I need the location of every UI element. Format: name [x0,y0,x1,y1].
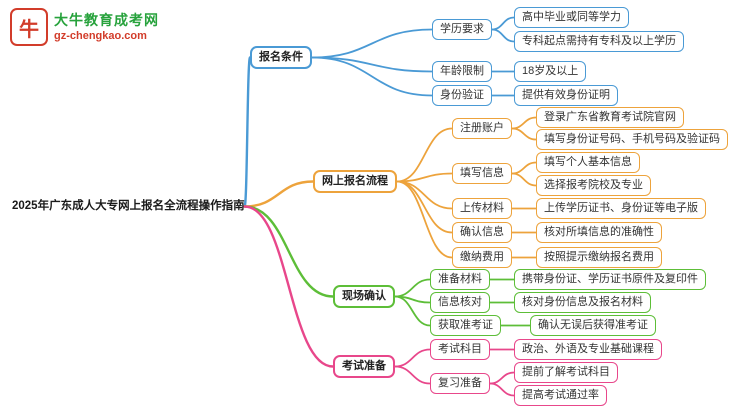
node-review-preparation: 复习准备 [430,373,490,394]
leaf-node: 提前了解考试科目 [514,362,618,383]
leaf-node: 上传学历证书、身份证等电子版 [536,198,706,219]
node-confirm-information: 确认信息 [452,222,512,243]
node-information-check: 信息核对 [430,292,490,313]
node-fill-information: 填写信息 [452,163,512,184]
leaf-node: 携带身份证、学历证书原件及复印件 [514,269,706,290]
leaf-node: 高中毕业或同等学力 [514,7,629,28]
leaf-node: 政治、外语及专业基础课程 [514,339,662,360]
leaf-node: 提供有效身份证明 [514,85,618,106]
logo-bull-icon: 牛 [10,8,48,46]
branch-registration-conditions: 报名条件 [250,46,312,69]
leaf-node: 填写身份证号码、手机号码及验证码 [536,129,728,150]
node-pay-fee: 缴纳费用 [452,247,512,268]
node-education-requirement: 学历要求 [432,19,492,40]
branch-online-registration-process: 网上报名流程 [313,170,397,193]
node-upload-materials: 上传材料 [452,198,512,219]
logo-text-block: 大牛教育成考网 gz-chengkao.com [54,12,159,43]
branch-onsite-confirmation: 现场确认 [333,285,395,308]
site-url: gz-chengkao.com [54,29,147,42]
leaf-node: 登录广东省教育考试院官网 [536,107,684,128]
root-topic: 2025年广东成人大专网上报名全流程操作指南 [12,200,245,212]
leaf-node: 选择报考院校及专业 [536,175,651,196]
leaf-node: 核对所填信息的准确性 [536,222,662,243]
leaf-node: 填写个人基本信息 [536,152,640,173]
leaf-node: 专科起点需持有专科及以上学历 [514,31,684,52]
node-prepare-materials: 准备材料 [430,269,490,290]
leaf-node: 确认无误后获得准考证 [530,315,656,336]
leaf-node: 18岁及以上 [514,61,587,82]
node-age-limit: 年龄限制 [432,61,492,82]
node-exam-subjects: 考试科目 [430,339,490,360]
site-name: 大牛教育成考网 [54,11,159,28]
leaf-node: 按照提示缴纳报名费用 [536,247,662,268]
branch-exam-preparation: 考试准备 [333,355,395,378]
node-identity-verification: 身份验证 [432,85,492,106]
site-logo: 牛 大牛教育成考网 gz-chengkao.com [10,8,159,46]
node-get-admission-ticket: 获取准考证 [430,315,501,336]
leaf-node: 核对身份信息及报名材料 [514,292,651,313]
node-register-account: 注册账户 [452,118,512,139]
leaf-node: 提高考试通过率 [514,385,607,406]
